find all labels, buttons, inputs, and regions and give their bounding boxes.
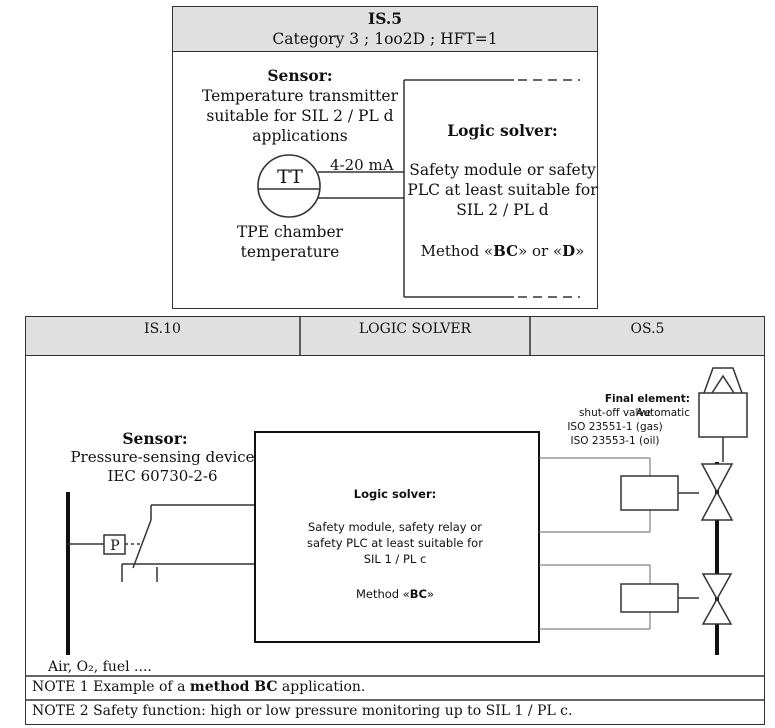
bottom-panel	[25, 316, 765, 725]
final-element-desc-3: ISO 23553-1 (oil)	[570, 435, 660, 447]
output-wires	[539, 457, 651, 630]
bottom-method: Method «BC»	[285, 587, 505, 602]
top-signal-wires	[318, 171, 404, 199]
bottom-method-prefix: Method «	[355, 587, 410, 601]
tt-symbol-label: TT	[277, 166, 303, 188]
top-logic-heading: Logic solver:	[447, 121, 558, 140]
top-method-prefix: Method «	[420, 242, 494, 260]
column-header-logic-solver: LOGIC SOLVER	[358, 321, 472, 337]
top-panel-subtitle: Category 3 ; 1oo2D ; HFT=1	[272, 30, 498, 48]
bottom-logic-solver-box	[254, 431, 540, 643]
column-header-os5: OS.5	[630, 321, 665, 337]
shut-off-valve-actuator-icon	[698, 367, 748, 462]
top-sensor-desc-2: suitable for SIL 2 / PL d	[206, 107, 394, 125]
valve-body-2-icon	[701, 573, 733, 625]
bottom-logic-desc-1: Safety module, safety relay or	[308, 520, 482, 534]
note-1-prefix: NOTE 1 Example of a	[32, 679, 190, 695]
bottom-sensor-heading: Sensor:	[122, 429, 188, 448]
top-method: Method «BC» or «D»	[400, 241, 605, 261]
note-1: NOTE 1 Example of a method BC applicatio…	[32, 678, 365, 697]
top-method-d: D	[562, 242, 576, 260]
note-1-bold: method BC	[189, 679, 278, 695]
top-method-bc: BC	[493, 242, 519, 260]
note-2: NOTE 2 Safety function: high or low pres…	[32, 703, 573, 719]
solenoid-coil-2	[620, 583, 679, 613]
bottom-logic-desc-2: safety PLC at least suitable for	[307, 536, 483, 550]
tt-instrument-icon	[257, 154, 321, 218]
bottom-logic-heading: Logic solver:	[353, 487, 437, 501]
column-dividers	[299, 316, 531, 355]
final-element-heading: Final element: Automatic	[550, 392, 690, 420]
top-logic-desc-2: PLC at least suitable for	[407, 181, 598, 199]
signal-label: 4-20 mA	[330, 156, 394, 174]
bottom-panel-header	[26, 317, 764, 356]
column-header-is10: IS.10	[144, 321, 181, 337]
bottom-sensor-desc-1: Pressure-sensing device	[70, 448, 255, 466]
top-panel-title: IS.5	[367, 9, 403, 28]
final-element-desc-1: shut-off valve	[578, 407, 652, 419]
note-1-suffix: application.	[277, 679, 366, 695]
top-logic-solver-box	[403, 79, 580, 298]
bottom-method-bc: BC	[409, 587, 427, 601]
bottom-sensor-desc-2: IEC 60730-2-6	[107, 467, 218, 485]
pressure-switch-icon	[68, 504, 255, 582]
bottom-logic-desc-3: SIL 1 / PL c	[363, 552, 427, 566]
solenoid-links	[678, 492, 699, 599]
top-sensor-desc-3: applications	[252, 127, 348, 145]
valve-body-1-icon	[700, 463, 734, 521]
p-symbol-label: P	[110, 538, 120, 554]
top-logic-desc-3: SIL 2 / PL d	[456, 201, 549, 219]
top-panel-header	[173, 7, 597, 52]
medium-label: Air, O₂, fuel ....	[48, 659, 152, 675]
top-method-suffix: »	[575, 242, 585, 260]
top-panel	[172, 6, 598, 309]
final-element-heading-rest: Automatic	[636, 407, 690, 419]
solenoid-coil-1	[620, 475, 679, 511]
top-method-mid: » or «	[518, 242, 563, 260]
top-location-2: temperature	[240, 243, 340, 261]
final-element-desc-2: ISO 23551-1 (gas)	[567, 421, 663, 433]
top-location-1: TPE chamber	[236, 223, 344, 241]
final-element-heading-bold: Final element:	[604, 393, 690, 405]
top-logic-desc-1: Safety module or safety	[409, 161, 596, 179]
top-sensor-heading: Sensor:	[267, 66, 333, 85]
top-sensor-desc-1: Temperature transmitter	[202, 87, 398, 105]
bottom-method-suffix: »	[427, 587, 435, 601]
notes-dividers	[25, 675, 765, 701]
